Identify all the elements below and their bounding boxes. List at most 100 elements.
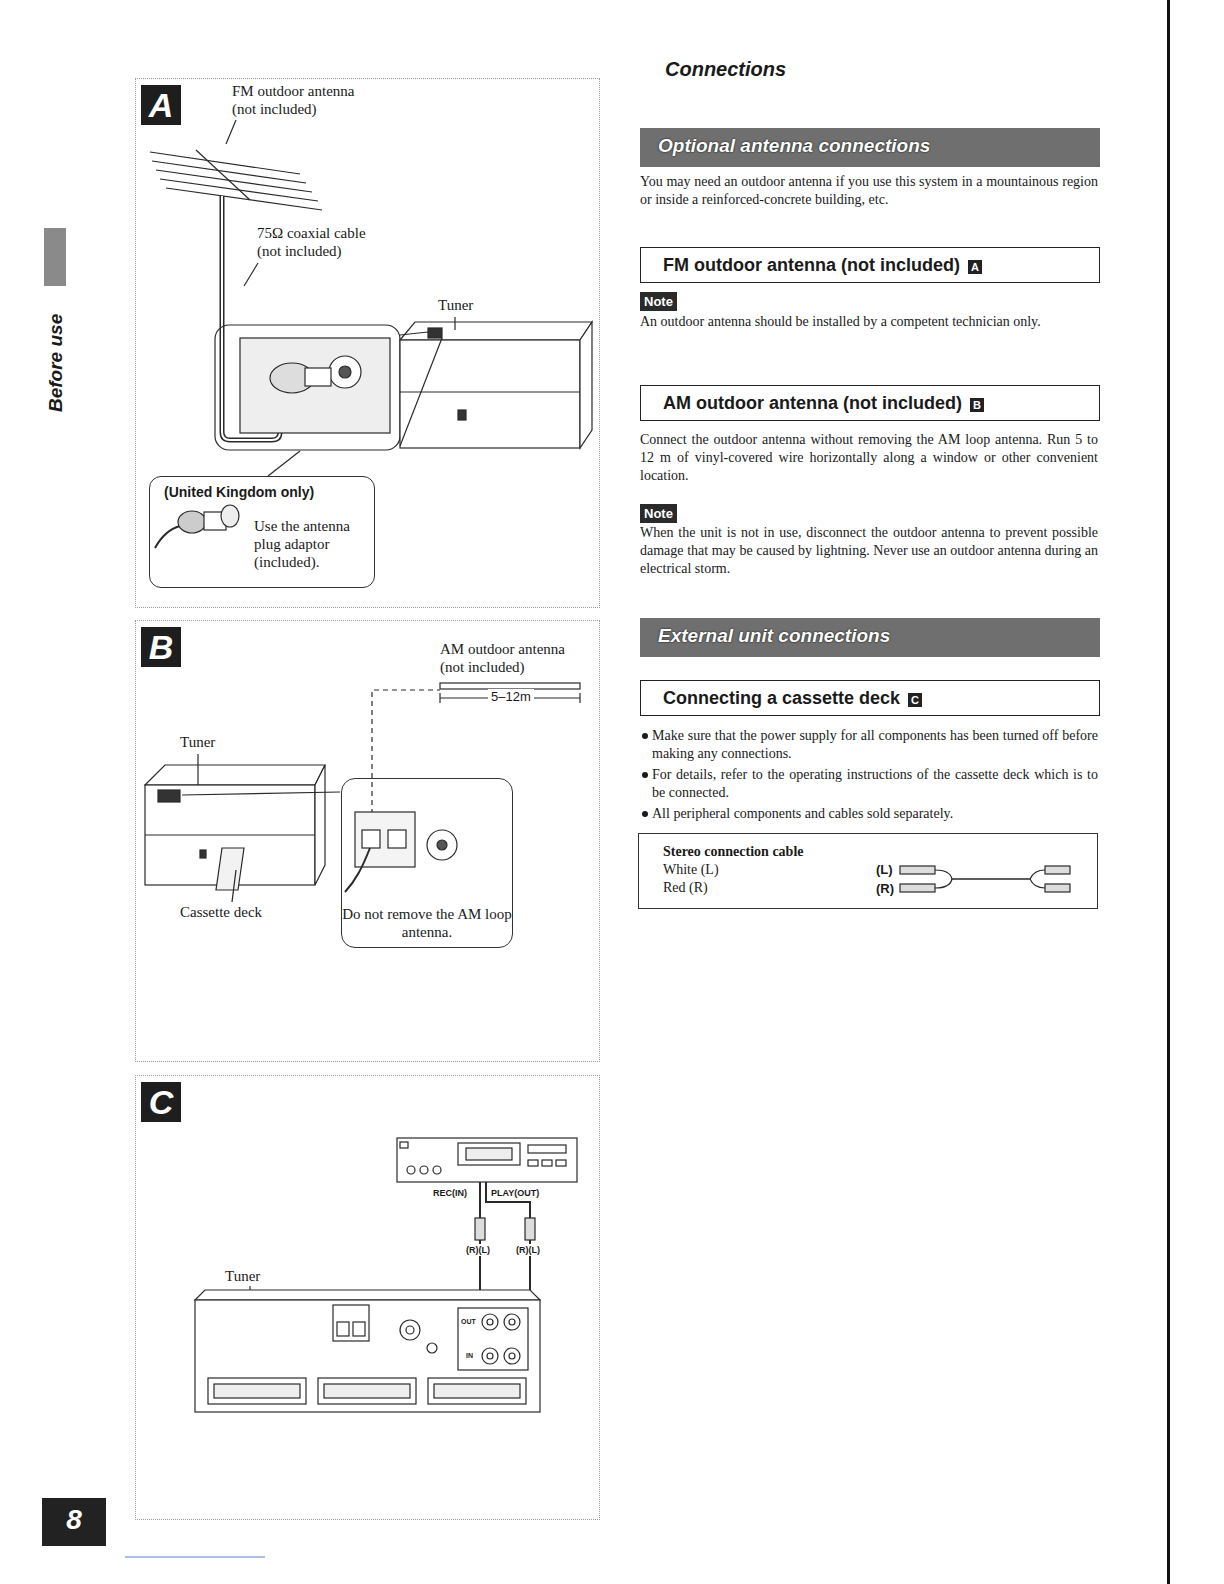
- page-rule-part: [125, 1556, 265, 1557]
- cassette-deck-part: [528, 1160, 538, 1166]
- am-antenna-wire-part: [372, 690, 440, 832]
- figure-label: Tuner: [225, 1267, 260, 1285]
- label-box: Connect the outdoor antenna without remo…: [640, 431, 1098, 485]
- plug-adaptor-part: [221, 505, 239, 527]
- tuner-rear-panel-part: [487, 1353, 493, 1359]
- node-text: Note: [644, 505, 673, 522]
- label-box: AM outdoor antenna (not included): [440, 640, 590, 676]
- figure-label: FM outdoor antenna (not included): [232, 82, 367, 118]
- tuner-rear-panel-part: [482, 1314, 498, 1330]
- fm-antenna-part: [166, 188, 322, 210]
- tuner-unit-part: [158, 790, 180, 802]
- heading-box: AM outdoor antenna (not included)B: [640, 385, 1100, 421]
- node-subtext: C: [908, 693, 922, 707]
- body-text: An outdoor antenna should be installed b…: [640, 313, 1098, 331]
- body-text: For details, refer to the operating inst…: [652, 766, 1098, 802]
- cassette-deck-part: [397, 1138, 577, 1182]
- am-antenna-wire-part: [439, 693, 440, 703]
- fm-antenna: [150, 120, 322, 440]
- label-box: Cassette deck: [180, 903, 262, 921]
- tuner-rear-panel-part: [208, 1378, 306, 1404]
- page-rule-part: [1167, 0, 1170, 1584]
- node-text: 8: [42, 1498, 106, 1542]
- label-box: IN: [466, 1351, 473, 1360]
- fm-antenna-part: [196, 150, 250, 200]
- tuner-unit-part: [400, 322, 592, 340]
- title-box: Connections: [665, 56, 786, 82]
- label-box: FM outdoor antenna (not included): [232, 82, 367, 118]
- tuner-unit-part: [145, 765, 325, 785]
- node-text: Connecting a cassette deck: [663, 686, 900, 710]
- tuner-rear-panel-part: [458, 1308, 528, 1370]
- antenna-jack-detail: [215, 325, 400, 450]
- stereo-cable-part: [1045, 884, 1070, 892]
- tuner-unit-part: [268, 451, 300, 476]
- am-terminal-detail: [345, 812, 457, 892]
- cassette-deck-part: [542, 1160, 552, 1166]
- label-box: 5–12m: [488, 689, 534, 705]
- label-box: 75Ω coaxial cable (not included): [257, 224, 382, 260]
- tuner-rear-panel-part: [509, 1319, 515, 1325]
- label-box: Tuner: [180, 733, 215, 751]
- cassette-deck-part: [400, 1142, 408, 1148]
- node-subtext: Red (R): [663, 879, 708, 897]
- cassette-deck-part: [466, 1148, 512, 1160]
- tuner-rear-panel-part: [318, 1378, 416, 1404]
- label-box: Tuner: [438, 296, 473, 314]
- plug-adaptor-part: [155, 526, 180, 548]
- cassette-deck-part: [528, 1145, 566, 1153]
- jack-label: (R)(L): [516, 1244, 540, 1256]
- node-text: FM outdoor antenna (not included): [663, 253, 960, 277]
- jack-label: REC(IN): [433, 1187, 467, 1199]
- tuner-unit-part: [200, 850, 206, 858]
- node-subtext: (R): [876, 880, 894, 898]
- node-text: Do not remove the AM loop antenna.: [342, 905, 512, 941]
- body-text: You may need an outdoor antenna if you u…: [640, 173, 1098, 209]
- cassette-deck-part: [433, 1166, 441, 1174]
- node-subtext: B: [970, 398, 984, 412]
- tuner-rear-panel-part: [427, 1343, 437, 1353]
- detail-inset: Do not remove the AM loop antenna.: [341, 778, 513, 948]
- label-box: An outdoor antenna should be installed b…: [640, 313, 1098, 331]
- body-text: All peripheral components and cables sol…: [652, 805, 1098, 823]
- node-text: C: [141, 1082, 181, 1122]
- label-box: Make sure that the power supply for all …: [652, 727, 1098, 763]
- am-antenna-wire-part: [579, 693, 580, 703]
- label-box: (R)(L): [516, 1244, 540, 1256]
- am-terminal-detail-part: [345, 848, 370, 892]
- tuner-rear-panel-part: [406, 1326, 414, 1334]
- tuner-rear-panel-part: [333, 1305, 369, 1341]
- label-box: Before use: [45, 314, 67, 412]
- tuner-rear-panel-part: [353, 1322, 365, 1336]
- tuner-rear-panel-part: [482, 1348, 498, 1364]
- jack-label: IN: [466, 1351, 473, 1360]
- page-title: Connections: [665, 56, 786, 82]
- bullet-dot: [642, 811, 648, 817]
- tuner-rear-panel-part: [195, 1300, 540, 1412]
- tuner-unit-part: [400, 338, 442, 446]
- plug-adaptor: [155, 505, 239, 548]
- tuner-rear-panel-part: [509, 1353, 515, 1359]
- am-terminal-detail-part: [355, 812, 415, 867]
- tuner-unit-part: [315, 765, 325, 885]
- tuner-rear-panel-part: [504, 1348, 520, 1364]
- antenna-jack-detail-part: [240, 338, 390, 433]
- label-box: Tuner: [225, 1267, 260, 1285]
- am-antenna-wire: [372, 683, 580, 832]
- page-number-box: 8: [42, 1498, 106, 1546]
- tuner-unit: [268, 317, 592, 476]
- cassette-deck-part: [556, 1160, 566, 1166]
- cassette-deck-part: [420, 1166, 428, 1174]
- tuner-unit-part: [428, 328, 442, 338]
- figure-label: Tuner: [438, 296, 473, 314]
- figure-label: Tuner: [180, 733, 215, 751]
- am-terminal-detail-part: [427, 830, 457, 860]
- page-rule-part: [44, 228, 66, 286]
- node-subtext: (L): [876, 861, 893, 879]
- tuner-rear-panel-part: [504, 1314, 520, 1330]
- antenna-jack-detail-part: [215, 325, 400, 450]
- tuner-unit-part: [216, 848, 244, 890]
- tuner-rear-panel: [195, 1290, 540, 1412]
